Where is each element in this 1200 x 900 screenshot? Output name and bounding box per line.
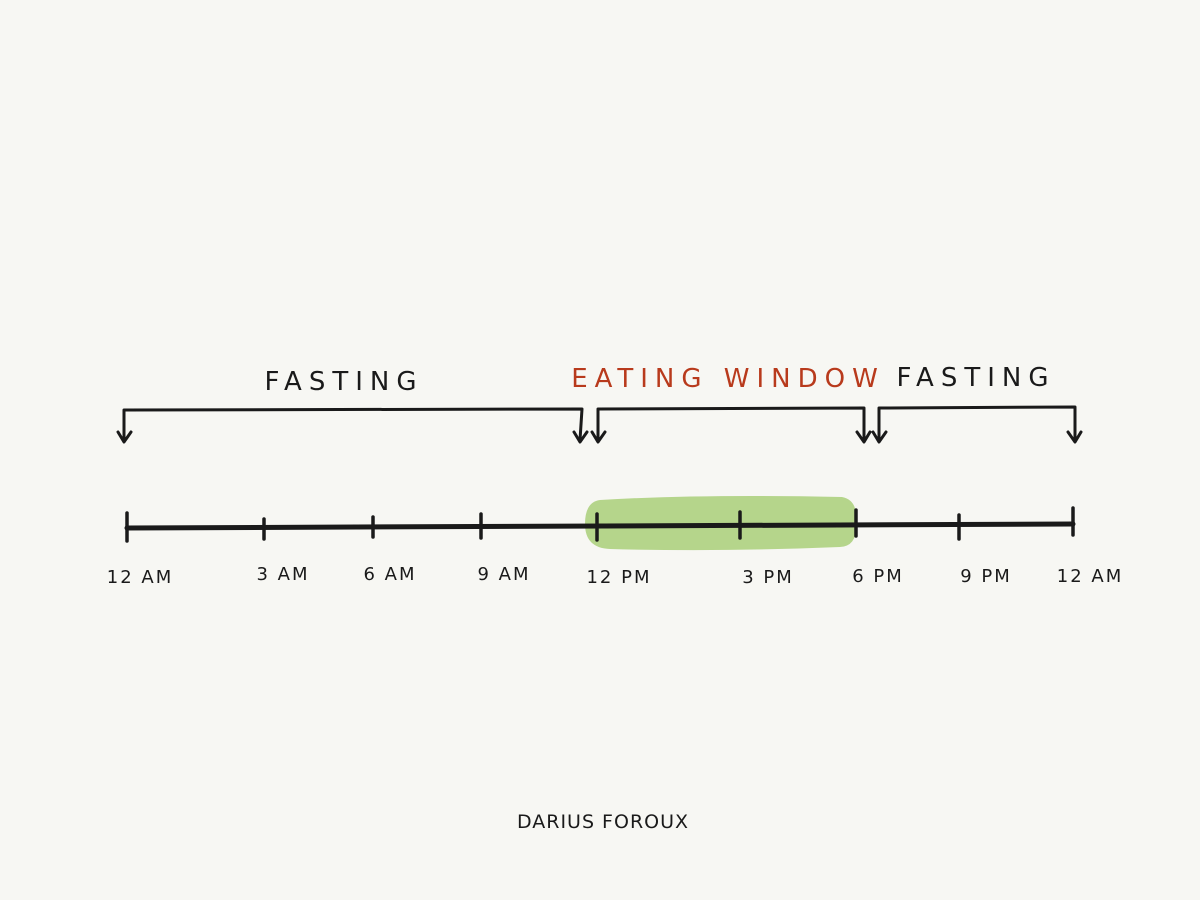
fasting-morning-label: FASTING <box>264 367 423 397</box>
eating-window-label: EATING WINDOW <box>571 364 885 394</box>
tick-label-6pm: 6 PM <box>852 566 904 587</box>
tick-label-6am: 6 AM <box>363 564 416 585</box>
tick-labels: 12 AM 3 AM 6 AM 9 AM 12 PM 3 PM 6 PM 9 P… <box>107 564 1123 588</box>
tick-label-12am-end: 12 AM <box>1057 566 1123 587</box>
fasting-evening-label: FASTING <box>896 363 1055 393</box>
fasting-evening-bracket <box>871 405 1083 444</box>
tick-label-12am-start: 12 AM <box>107 567 173 588</box>
tick-label-9am: 9 AM <box>477 564 530 585</box>
fasting-morning-bracket <box>116 407 589 444</box>
timeline-ticks <box>125 506 1075 543</box>
tick-label-3am: 3 AM <box>256 564 309 585</box>
tick-label-9pm: 9 PM <box>960 566 1012 587</box>
tick-label-3pm: 3 PM <box>742 567 794 588</box>
timeline-axis <box>124 521 1076 531</box>
tick-label-12pm: 12 PM <box>586 567 651 588</box>
eating-window-bracket <box>590 406 872 444</box>
author-credit: DARIUS FOROUX <box>517 811 689 833</box>
